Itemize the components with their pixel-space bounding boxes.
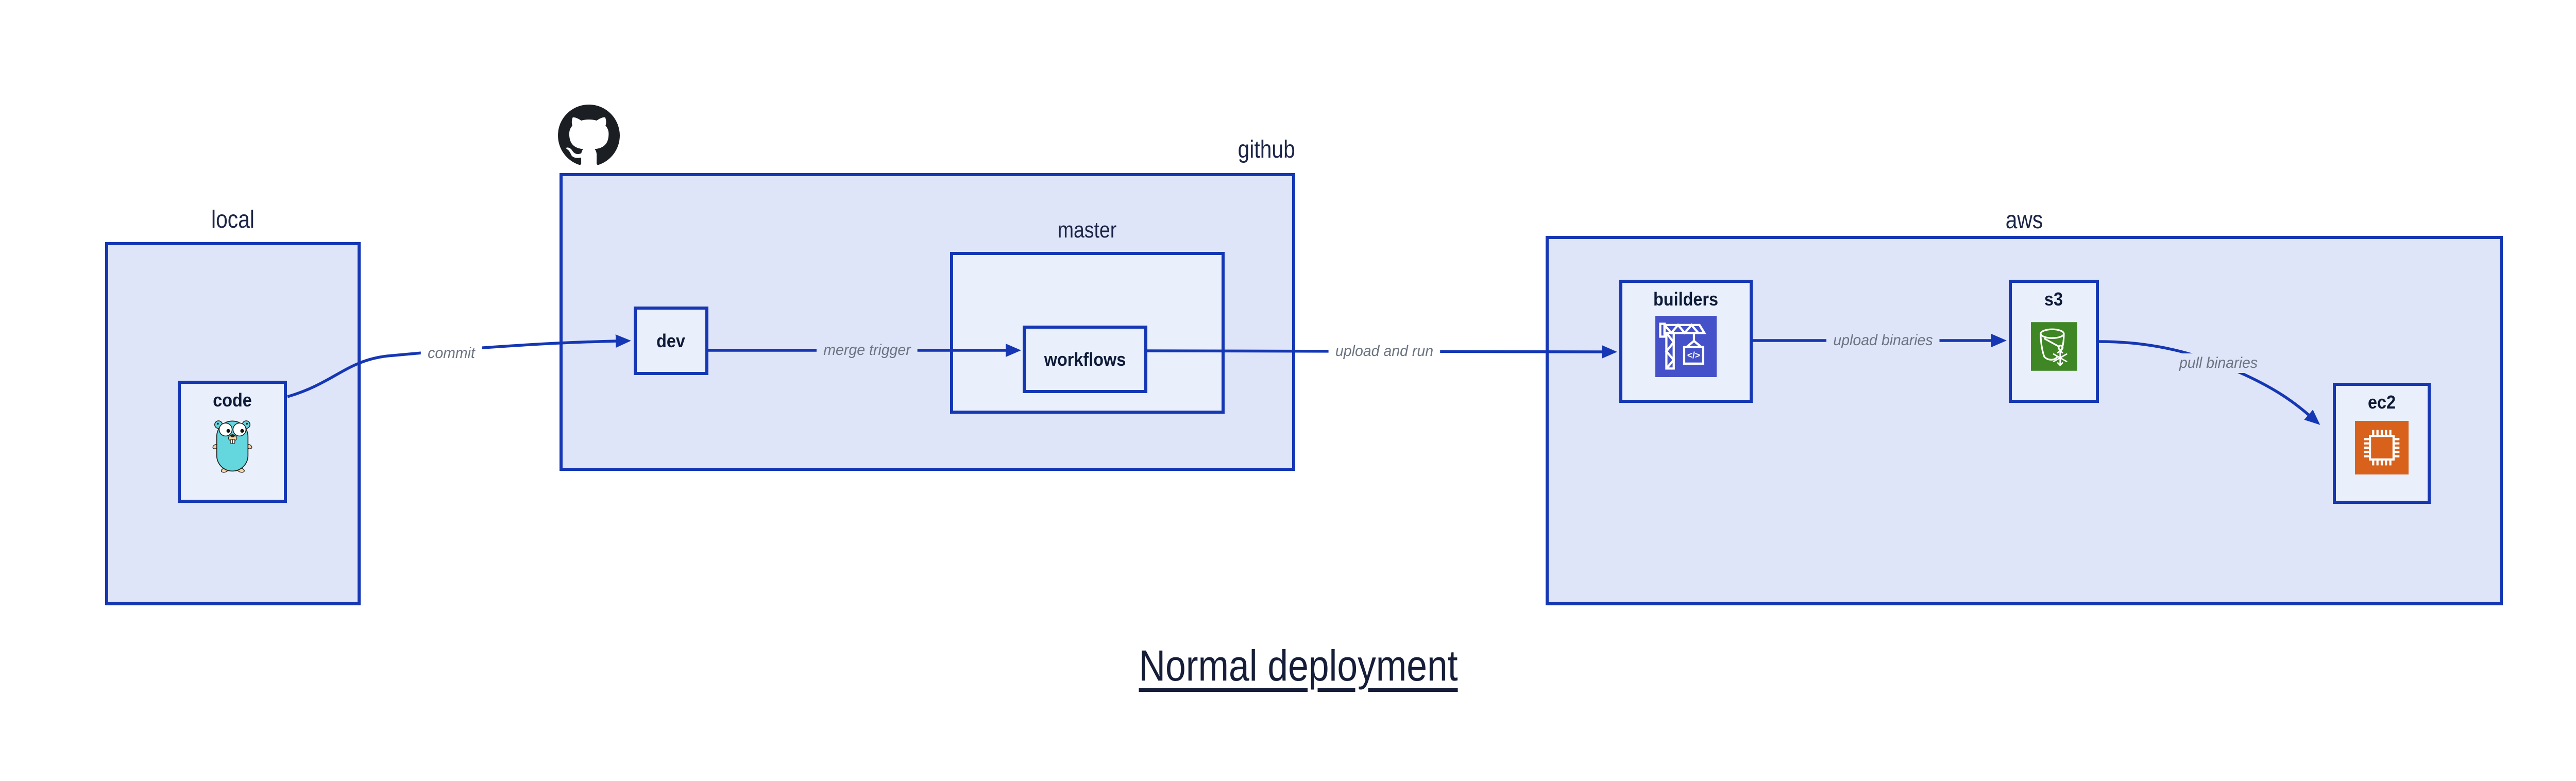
node-s3: s3 <box>2009 280 2099 403</box>
node-workflows: workflows <box>1023 326 1147 393</box>
container-label-aws: aws <box>2005 207 2043 234</box>
node-ec2: ec2 <box>2333 383 2431 504</box>
edge-label-pull-binaries: pull binaries <box>2172 353 2265 373</box>
aws-s3-glacier-icon <box>2030 321 2077 371</box>
node-label-builders: builders <box>1653 288 1719 310</box>
node-builders: builders </> <box>1619 280 1753 403</box>
aws-ec2-icon <box>2355 420 2409 474</box>
edge-label-merge-trigger: merge trigger <box>816 341 918 360</box>
node-dev: dev <box>634 307 708 375</box>
node-label-ec2: ec2 <box>2367 392 2396 413</box>
container-label-github: github <box>1238 136 1295 163</box>
edge-label-commit: commit <box>420 344 482 363</box>
node-label-code: code <box>213 389 252 411</box>
container-label-local: local <box>211 206 255 233</box>
codebuild-code-glyph: </> <box>1687 350 1700 360</box>
node-label-dev: dev <box>656 330 686 351</box>
edge-label-upload-and-run: upload and run <box>1328 342 1440 361</box>
container-label-master: master <box>1057 217 1117 243</box>
node-code: code <box>178 381 287 503</box>
aws-codebuild-icon: </> <box>1655 315 1717 377</box>
page-title: Normal deployment <box>1139 641 1458 690</box>
edge-label-upload-binaries: upload binaries <box>1826 331 1940 350</box>
github-octocat-icon <box>558 105 620 165</box>
go-gopher-icon <box>212 420 252 473</box>
node-label-workflows: workflows <box>1044 348 1126 370</box>
node-label-s3: s3 <box>2044 288 2063 310</box>
